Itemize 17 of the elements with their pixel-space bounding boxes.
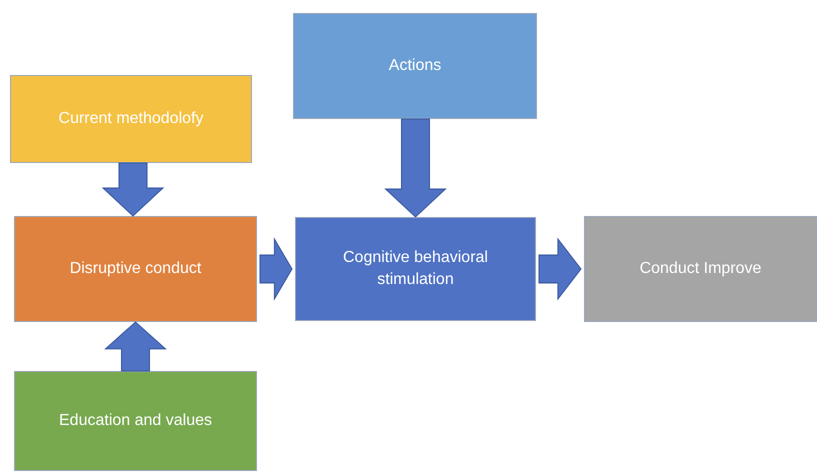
box-label: Conduct Improve <box>640 259 762 279</box>
block-arrow <box>104 321 167 372</box>
process-box <box>584 216 817 322</box>
block-arrow <box>260 237 293 301</box>
box-label: Actions <box>388 56 442 76</box>
block-arrow <box>102 162 164 217</box>
box-label: Education and values <box>59 411 212 431</box>
process-box <box>10 75 252 163</box>
process-box <box>295 217 536 321</box>
process-box <box>293 13 537 119</box>
box-label: Current methodolofy <box>58 109 204 129</box>
block-arrow <box>538 238 582 300</box>
block-arrow <box>384 118 447 218</box>
box-label: Disruptive conduct <box>70 259 202 279</box>
box-label: Cognitive behavioral stimulation <box>342 248 489 290</box>
process-box <box>14 371 257 471</box>
process-box <box>14 216 257 322</box>
